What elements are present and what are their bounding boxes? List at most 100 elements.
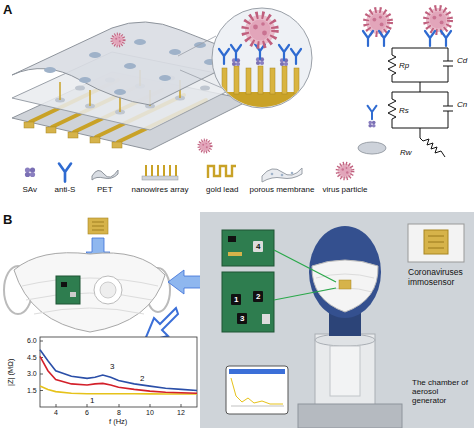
tick-label: 6.0: [27, 337, 37, 345]
photo-setup-part: [315, 334, 375, 406]
equivalent-circuit-part: [388, 48, 453, 157]
sensor-illustration-part: [44, 39, 216, 95]
legend-label: porous membrane: [250, 185, 315, 194]
legend-icons-part-part: [291, 172, 294, 175]
zoom-inset-part-part: [245, 15, 275, 45]
legend-label: PET: [97, 185, 113, 194]
legend-icons-part: [142, 165, 178, 180]
impedance-chart-part: [40, 341, 181, 407]
equivalent-circuit-part: [363, 31, 373, 46]
tick-label: 3.0: [27, 370, 37, 378]
chip-number-box: 3: [237, 313, 247, 324]
zoom-inset-part-part-part: [258, 66, 263, 94]
equivalent-circuit-part-part: [388, 92, 396, 128]
zoom-inset-part: [178, 36, 216, 56]
circuit-label: Cn: [457, 100, 467, 109]
tick-label: 8: [117, 409, 121, 417]
sensor-illustration-part-part: [159, 75, 171, 81]
axis-title: |Z| (MΩ): [7, 358, 16, 385]
photo-setup-part: [330, 346, 360, 396]
equivalent-circuit-part: [358, 142, 386, 154]
legend-icons-part-part-part: [163, 165, 165, 176]
photo-setup: [200, 212, 474, 428]
chip-number-box: 4: [253, 241, 263, 252]
mask-illustration-part: [14, 253, 165, 332]
legend-label: SAv: [23, 185, 38, 194]
impedance-chart-part-part: [150, 404, 151, 407]
legend-icons-part: [92, 170, 118, 180]
circuit-label: Rw: [400, 148, 412, 157]
equivalent-circuit-part-part: [443, 92, 453, 128]
mask-illustration-part: [61, 282, 67, 287]
sensor-illustration-part-part: [114, 89, 126, 95]
photo-setup-part: [228, 236, 236, 242]
circuit-label: Cd: [457, 56, 467, 65]
legend-label: gold lead: [206, 185, 238, 194]
legend-icons: [25, 164, 353, 183]
sensor-illustration-part: [199, 140, 211, 152]
impedance-chart-part-part: [119, 404, 120, 407]
sensor-illustration-part-part: [24, 122, 34, 128]
chip-number-box: 1: [231, 294, 241, 305]
legend-icons-part: [208, 166, 236, 178]
tick-label: 12: [177, 409, 185, 417]
photo-setup-part: [222, 230, 274, 266]
panel-letter: A: [3, 3, 12, 18]
zoom-inset-part-part-part: [294, 68, 299, 94]
mask-illustration-part: [92, 222, 104, 230]
zoom-inset-part-part-part: [270, 68, 275, 94]
sensor-illustration-part-part: [89, 52, 101, 58]
impedance-chart-part-part: [87, 404, 88, 407]
sensor-illustration-part-part: [75, 86, 85, 91]
sensor-illustration-part: [24, 122, 122, 148]
zoom-inset-part-part: [291, 49, 301, 64]
curve-number: 2: [139, 374, 145, 383]
tick-label: 4.5: [27, 354, 37, 362]
legend-icons-part-part: [262, 168, 302, 182]
legend-icons-part-part: [146, 165, 176, 176]
mask-illustration-part: [100, 282, 116, 298]
sensor-illustration-part-part: [194, 42, 206, 48]
legend-icons-part-part-part: [169, 165, 171, 176]
impedance-chart-part-part: [40, 390, 43, 391]
sensor-illustration-part-part: [90, 137, 100, 143]
zoom-inset-part: [205, 15, 325, 112]
axis-title: f (Hz): [109, 418, 127, 427]
chip-number-box: 2: [253, 291, 263, 302]
legend-label: anti-S: [55, 185, 76, 194]
photo-caption: The chamber of aerosol generator: [412, 378, 470, 406]
sensor-illustration-part-part: [169, 49, 181, 55]
zoom-inset-part-part: [279, 45, 289, 60]
curve-number: 1: [90, 396, 94, 405]
node-text: 4: [256, 242, 260, 251]
equivalent-circuit-part: [425, 31, 435, 46]
legend-label: nanowires array: [132, 185, 189, 194]
photo-setup-part: [424, 230, 448, 254]
panel-letter: B: [3, 213, 12, 228]
impedance-chart-part: [40, 356, 197, 393]
mask-illustration-part: [88, 218, 108, 234]
equivalent-circuit-part: [379, 31, 389, 46]
curve-number: 3: [110, 362, 114, 371]
equivalent-circuit-part-part: [392, 48, 448, 49]
zoom-inset-part-part-part: [222, 68, 227, 94]
sensor-illustration-part-part: [68, 132, 78, 138]
zoom-inset: [178, 8, 325, 112]
circuit-label: Rp: [399, 61, 409, 70]
equivalent-circuit-part: [426, 8, 450, 32]
sensor-illustration-part-part: [79, 77, 91, 83]
photo-setup-part: [428, 236, 444, 248]
legend-icons-part: [59, 164, 71, 182]
tick-label: 4: [54, 409, 58, 417]
legend-icons-part-part-part: [175, 165, 177, 176]
sensor-illustration-part-part: [89, 90, 91, 106]
photo-setup-part: [231, 406, 284, 407]
photo-setup-part: [229, 369, 285, 374]
mask-illustration-part: [70, 292, 76, 297]
sensor-illustration-part-part: [46, 127, 56, 133]
legend-icons-part-part-part: [157, 165, 159, 176]
mask-illustration-part: [56, 276, 80, 304]
legend-icons-part-part: [142, 176, 178, 180]
sensor-illustration-part-part: [112, 142, 122, 148]
